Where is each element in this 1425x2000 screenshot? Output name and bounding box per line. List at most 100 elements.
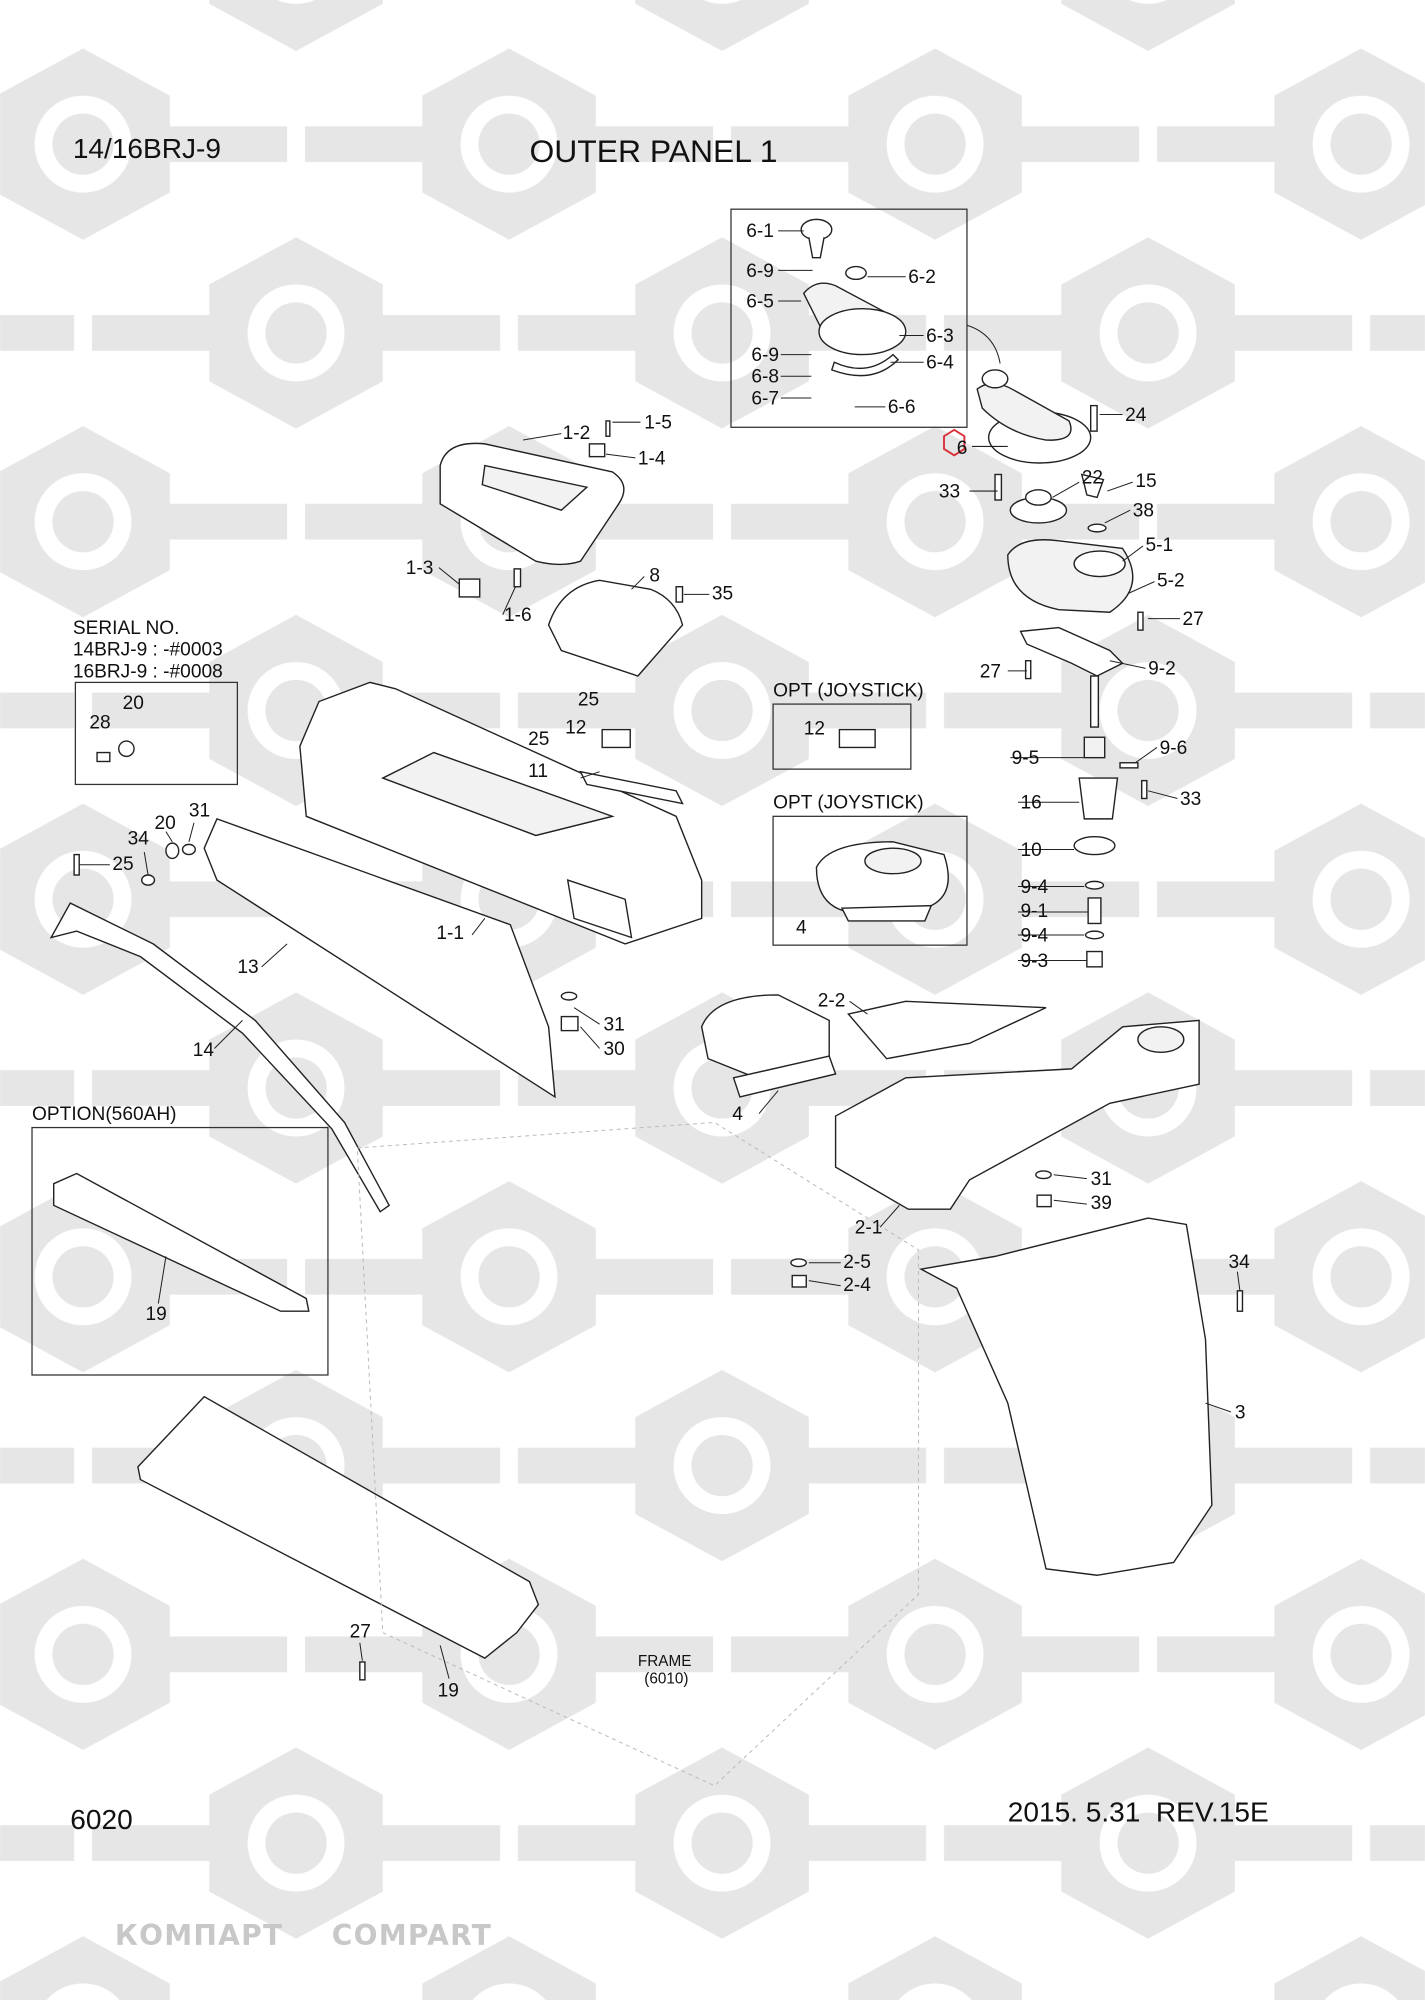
control-panel-4	[700, 994, 837, 1098]
callout-39: 39	[1091, 1193, 1112, 1214]
callout-34b: 34	[1228, 1252, 1250, 1273]
callout-6-4: 6-4	[926, 353, 954, 374]
revision-date: 2015. 5.31 REV.15E	[1008, 1796, 1269, 1827]
bolt-28	[96, 751, 111, 763]
callout-9-4: 9-4	[1021, 877, 1049, 898]
callout-2-1: 2-1	[855, 1217, 883, 1238]
callout-6-7: 6-7	[751, 388, 779, 409]
callout-1-4: 1-4	[638, 448, 666, 469]
callout-9-5: 9-5	[1012, 748, 1040, 769]
callout-34: 34	[128, 828, 150, 849]
callout-27b: 27	[980, 661, 1001, 682]
highlight-hexagon-6	[943, 428, 966, 457]
callout-19: 19	[438, 1680, 459, 1701]
leader-6-detail	[966, 324, 1001, 364]
callout-22: 22	[1082, 467, 1103, 488]
callout-16: 16	[1021, 793, 1042, 814]
callout-3: 3	[1235, 1402, 1246, 1423]
callout-25c: 25	[112, 854, 133, 875]
panel-13	[203, 817, 556, 1099]
callout-1-2: 1-2	[563, 423, 591, 444]
option-caption: OPTION(560AH)	[32, 1104, 177, 1125]
page-title: OUTER PANEL 1	[529, 133, 777, 169]
callout-9-1: 9-1	[1021, 901, 1049, 922]
callout-33b: 33	[1180, 789, 1201, 810]
callout-8: 8	[649, 566, 660, 587]
callout-6-9: 6-9	[746, 261, 774, 282]
frame-outline	[356, 1121, 920, 1787]
small-hardware	[73, 842, 1244, 1681]
opt-joystick-caption-1: OPT (JOYSTICK)	[773, 680, 924, 701]
detail-box-6	[730, 208, 968, 428]
page-number: 6020	[70, 1804, 132, 1835]
shelf-19-option	[52, 1172, 310, 1312]
panel-2-1	[834, 1019, 1200, 1210]
serial-title: SERIAL NO.	[73, 618, 180, 639]
callout-35: 35	[712, 583, 733, 604]
part-6-knob	[800, 218, 1092, 464]
serial-line-16brj: 16BRJ-9 : -#0008	[73, 661, 223, 682]
callout-9-6: 9-6	[1160, 738, 1188, 759]
watermark-text-right: COMPART	[332, 1919, 492, 1952]
callout-20-serial: 20	[123, 693, 144, 714]
callout-5-2: 5-2	[1157, 571, 1185, 592]
watermark-text-left: КОМПАРТ	[115, 1919, 283, 1952]
callout-4-opt: 4	[796, 918, 807, 939]
callout-6-6: 6-6	[888, 397, 916, 418]
callout-15: 15	[1135, 471, 1156, 492]
callout-6-1: 6-1	[746, 221, 774, 242]
leader-lines	[79, 230, 1241, 1679]
model-label: 14/16BRJ-9	[73, 133, 221, 164]
trim-14	[49, 902, 391, 1213]
callout-labels: 6-1 6-9 6-2 6-5 6-3 6-9 6-4 6-8 6-7 6-6 …	[89, 221, 1250, 1701]
plate-2-2	[847, 1000, 1047, 1060]
callout-6-3: 6-3	[926, 326, 954, 347]
part-12-joystick	[838, 728, 876, 749]
armrest-1-2	[439, 420, 625, 598]
callout-2-5: 2-5	[843, 1252, 871, 1273]
callout-31c: 31	[1091, 1169, 1112, 1190]
callout-5-1: 5-1	[1146, 535, 1174, 556]
opt-joystick-box-2	[772, 815, 968, 946]
callout-9-3: 9-3	[1021, 951, 1049, 972]
callout-4: 4	[732, 1104, 743, 1125]
callout-28: 28	[89, 712, 110, 733]
callout-13: 13	[237, 957, 258, 978]
callout-31: 31	[189, 800, 210, 821]
callout-12: 12	[565, 717, 586, 738]
callout-2-4: 2-4	[843, 1275, 871, 1296]
callout-10: 10	[1021, 840, 1042, 861]
callout-1-3: 1-3	[406, 558, 434, 579]
callout-25: 25	[578, 689, 599, 710]
right-column-parts	[994, 404, 1148, 968]
serial-detail-box	[74, 681, 239, 786]
bracket-11	[579, 728, 684, 805]
callout-1-5: 1-5	[644, 413, 672, 434]
callout-14: 14	[193, 1040, 215, 1061]
callout-38: 38	[1133, 501, 1154, 522]
callout-20: 20	[154, 813, 175, 834]
callout-6-9b: 6-9	[751, 345, 779, 366]
frame-caption: FRAME	[638, 1653, 692, 1670]
callout-11: 11	[528, 761, 548, 782]
joystick-4	[815, 841, 949, 922]
opt-joystick-box-1	[772, 703, 912, 770]
callout-6-8: 6-8	[751, 367, 779, 388]
callout-6-5: 6-5	[746, 291, 774, 312]
callout-6: 6	[957, 438, 968, 459]
callout-25b: 25	[528, 729, 549, 750]
callout-27c: 27	[350, 1622, 371, 1643]
callout-2-2: 2-2	[818, 990, 846, 1011]
option-560ah-box	[31, 1126, 329, 1376]
callout-12-opt: 12	[804, 719, 825, 740]
callout-1-6: 1-6	[504, 605, 532, 626]
spacer-20	[118, 740, 135, 758]
callout-6-2: 6-2	[908, 267, 936, 288]
serial-line-14brj: 14BRJ-9 : -#0003	[73, 640, 223, 661]
cover-8	[547, 579, 684, 677]
frame-ref: (6010)	[644, 1671, 688, 1688]
callout-9-2: 9-2	[1148, 659, 1176, 680]
